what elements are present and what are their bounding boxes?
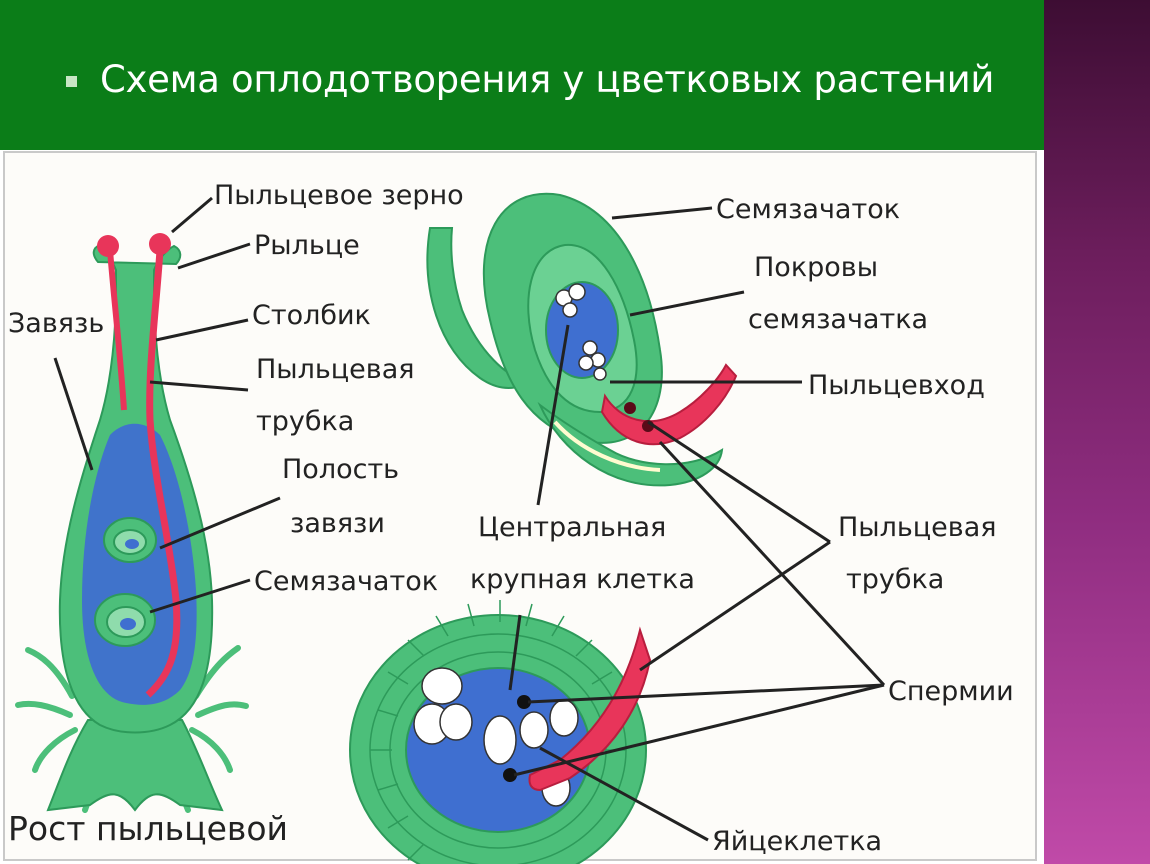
label-egg-cell: Яйцеклетка — [712, 826, 882, 857]
label-sperm: Спермии — [888, 676, 1014, 707]
label-micropyle: Пыльцевход — [808, 370, 985, 401]
embryo-sac-labels: Пыльцевая трубка Спермии Яйцеклетка — [508, 420, 1014, 857]
pistil-base — [46, 719, 224, 812]
sperm-cell-1 — [517, 695, 531, 709]
pistil-drawing — [15, 233, 249, 813]
label-integuments-2: семязачатка — [748, 304, 928, 335]
pollen-grain-left — [97, 235, 119, 257]
embryo-sac-drawing — [349, 600, 652, 864]
pollen-tube-main — [145, 249, 181, 698]
ovule-lower — [94, 593, 156, 647]
decorative-side-panel — [1044, 0, 1150, 864]
label-pollen-grain: Пыльцевое зерно — [214, 180, 464, 211]
label-pollen-tube-r2: трубка — [846, 564, 944, 595]
label-pollen-tube-r1: Пыльцевая — [838, 512, 996, 543]
label-central-cell-2: крупная клетка — [470, 564, 695, 595]
pistil-labels: Пыльцевое зерно Рыльце Завязь Столбик Пы… — [8, 180, 464, 848]
label-ovary: Завязь — [8, 308, 104, 339]
label-integuments-1: Покровы — [754, 252, 878, 283]
label-pollen-tube-2: трубка — [256, 406, 354, 437]
bullet-icon — [66, 76, 77, 87]
label-ovary-cavity-1: Полость — [282, 454, 399, 485]
label-pollen-tube-1: Пыльцевая — [256, 354, 414, 385]
sperm-cell-2 — [503, 768, 517, 782]
label-growth: Рост пыльцевой — [8, 809, 288, 848]
ovule-lower-fold — [537, 401, 724, 487]
label-stigma: Рыльце — [254, 230, 360, 261]
fertilization-diagram: Пыльцевое зерно Рыльце Завязь Столбик Пы… — [3, 151, 1037, 864]
ovule-labels: Семязачаток Покровы семязачатка Пыльцевх… — [470, 194, 985, 595]
pollen-tube-left — [107, 249, 127, 411]
slide-title: Схема оплодотворения у цветковых растени… — [100, 58, 995, 101]
label-ovule-left: Семязачаток — [254, 566, 438, 597]
pollen-tube-ovule — [600, 363, 738, 446]
label-style: Столбик — [252, 300, 371, 331]
title-band: Схема оплодотворения у цветковых растени… — [0, 0, 1044, 150]
pollen-grain-right — [149, 233, 171, 255]
label-ovule-top: Семязачаток — [716, 194, 900, 225]
label-ovary-cavity-2: завязи — [290, 508, 385, 539]
antipodal-cells — [413, 667, 473, 745]
embryo-sac-cells — [555, 283, 607, 381]
ovule-upper — [103, 517, 157, 563]
label-central-cell-1: Центральная — [478, 512, 666, 543]
